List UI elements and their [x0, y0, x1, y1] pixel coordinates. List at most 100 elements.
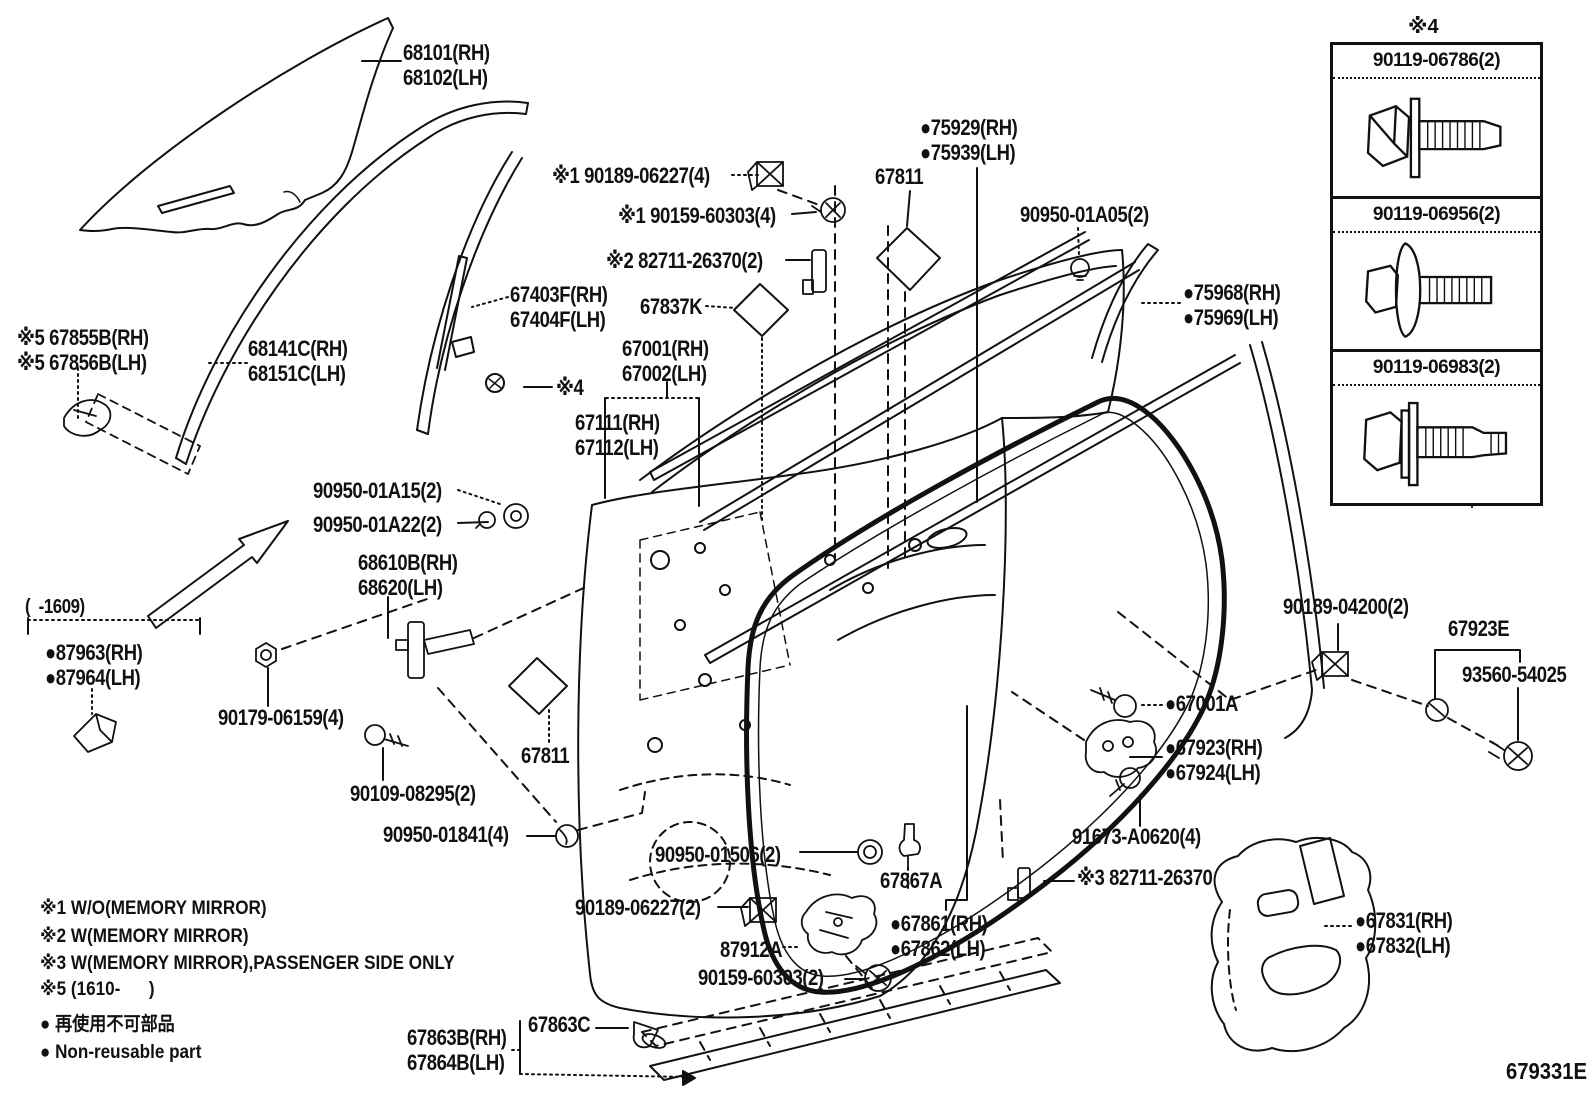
part-number: 67111(RH)	[575, 410, 660, 435]
part-number: 67864B(LH)	[407, 1050, 505, 1075]
run-channel-drawing	[175, 100, 529, 465]
part-number: 90950-01A15(2)	[313, 478, 442, 503]
part-number: ※1 90159-60303(4)	[618, 203, 776, 228]
legend-note-5: ※5 (1610- )	[40, 979, 155, 1000]
door-panel-drawing	[577, 231, 1241, 1019]
bolt-icon	[364, 724, 409, 747]
clip-icon	[747, 161, 784, 191]
part-number: 67863B(RH)	[407, 1025, 507, 1050]
part-number: 90119-06983(2)	[1333, 352, 1540, 387]
label-90950-01506: 90950-01506(2)	[655, 842, 781, 867]
label-67403F: 67403F(RH)67404F(LH)	[510, 282, 608, 332]
part-number: 67863C	[528, 1012, 591, 1037]
weatherstrip-drawing	[744, 396, 1227, 995]
front-sash-drawing	[436, 255, 505, 393]
clip-icon	[898, 823, 921, 869]
mirror-garnish-icon	[73, 713, 117, 753]
label-67861: ●67861(RH)●67862(LH)	[890, 911, 988, 961]
hole-cover-drawing	[1210, 836, 1377, 1052]
inset-box-reference: ※4	[1408, 16, 1439, 38]
clip-icon	[1311, 651, 1349, 681]
part-number: ●75968(RH)	[1183, 280, 1281, 305]
part-number: 67837K	[640, 294, 703, 319]
part-number: 90119-06956(2)	[1333, 199, 1540, 233]
part-number: 67867A	[880, 868, 943, 893]
part-number: ※3 82711-26370	[1077, 865, 1213, 890]
label-82711-26370-3: ※3 82711-26370	[1077, 865, 1213, 890]
part-number: ●67924(LH)	[1165, 760, 1261, 785]
part-number: 90189-06227(2)	[575, 895, 701, 920]
hardware-glyphs	[63, 161, 1533, 1049]
label-90109-08295: 90109-08295(2)	[350, 781, 476, 806]
clip-icon	[1070, 258, 1090, 281]
part-number: 67811	[875, 164, 924, 189]
part-number: 90179-06159(4)	[218, 705, 344, 730]
part-number: 68141C(RH)	[248, 336, 348, 361]
grommet-icon	[1425, 698, 1449, 722]
legend-nonreusable-en: ● Non-reusable part	[40, 1042, 202, 1063]
figure-code: 679331E	[1506, 1058, 1588, 1084]
part-number: 67112(LH)	[575, 435, 659, 460]
inset-cell: 90119-06786(2)	[1333, 45, 1540, 196]
plug-icon	[857, 839, 883, 865]
part-number: 68101(RH)	[403, 40, 490, 65]
label-67811-bottom: 67811	[521, 743, 570, 768]
part-number: ●75929(RH)	[920, 115, 1018, 140]
label-67001A: ●67001A	[1165, 691, 1238, 716]
part-number: 67923E	[1448, 616, 1510, 641]
door-stay-icon	[802, 249, 827, 295]
label-68101: 68101(RH)68102(LH)	[403, 40, 490, 90]
label-90950-01A22: 90950-01A22(2)	[313, 512, 442, 537]
reference-mark: ※4	[556, 375, 584, 400]
label-90189-06227-4: ※1 90189-06227(4)	[552, 163, 710, 188]
label-67923: ●67923(RH)●67924(LH)	[1165, 735, 1263, 785]
label-67863C: 67863C	[528, 1012, 591, 1037]
part-number: 90189-04200(2)	[1283, 594, 1409, 619]
part-number: 90950-01A05(2)	[1020, 202, 1149, 227]
part-number: 93560-54025	[1462, 662, 1567, 687]
label-75968: ●75968(RH)●75969(LH)	[1183, 280, 1281, 330]
label-67863B: 67863B(RH)67864B(LH)	[407, 1025, 507, 1075]
clip-icon	[740, 897, 777, 927]
part-number: ※1 90189-06227(4)	[552, 163, 710, 188]
part-number: 90950-01506(2)	[655, 842, 781, 867]
part-number: ●67862(LH)	[890, 936, 986, 961]
part-number: 67001(RH)	[622, 336, 709, 361]
label-67867A: 67867A	[880, 868, 943, 893]
part-number: 90950-01841(4)	[383, 822, 509, 847]
part-number: 68151C(LH)	[248, 361, 346, 386]
grommet-icon	[503, 503, 529, 529]
part-number: 68620(LH)	[358, 575, 443, 600]
label-90159-60303-2: 90159-60303(2)	[698, 965, 824, 990]
label-67831: ●67831(RH)●67832(LH)	[1355, 908, 1453, 958]
part-number: ●75939(LH)	[920, 140, 1016, 165]
part-number: ※2 82711-26370(2)	[606, 248, 763, 273]
part-number: ●67861(RH)	[890, 911, 988, 936]
part-number: ●87964(LH)	[45, 665, 141, 690]
label-67855B: ※5 67855B(RH)※5 67856B(LH)	[17, 325, 149, 375]
part-number: 68610B(RH)	[358, 550, 458, 575]
inset-cell: 90119-06956(2)	[1333, 195, 1540, 350]
screw-icon	[811, 197, 846, 223]
legend-note-2: ※2 W(MEMORY MIRROR)	[40, 926, 249, 947]
cover-clip-icon	[63, 393, 201, 475]
part-number: 91673-A0620(4)	[1072, 824, 1201, 849]
part-number: ●87963(RH)	[45, 640, 143, 665]
part-number: ※5 67856B(LH)	[17, 350, 147, 375]
label-90950-01A15: 90950-01A15(2)	[313, 478, 442, 503]
label-90179-06159: 90179-06159(4)	[218, 705, 344, 730]
part-number: 90109-08295(2)	[350, 781, 476, 806]
direction-arrow	[147, 520, 289, 629]
label-90950-01841: 90950-01841(4)	[383, 822, 509, 847]
door-stop-icon	[1084, 719, 1157, 778]
leader-lines-dashed	[281, 185, 1503, 989]
screw-icon	[1488, 741, 1533, 771]
leader-lines-dotted	[27, 174, 1353, 1078]
bolt-icon	[1333, 386, 1540, 503]
label-82711-26370-2: ※2 82711-26370(2)	[606, 248, 763, 273]
inset-cell: 90119-06983(2)	[1333, 349, 1540, 503]
part-number: 67403F(RH)	[510, 282, 608, 307]
label-91673-A0620: 91673-A0620(4)	[1072, 824, 1201, 849]
label-90159-60303-4: ※1 90159-60303(4)	[618, 203, 776, 228]
